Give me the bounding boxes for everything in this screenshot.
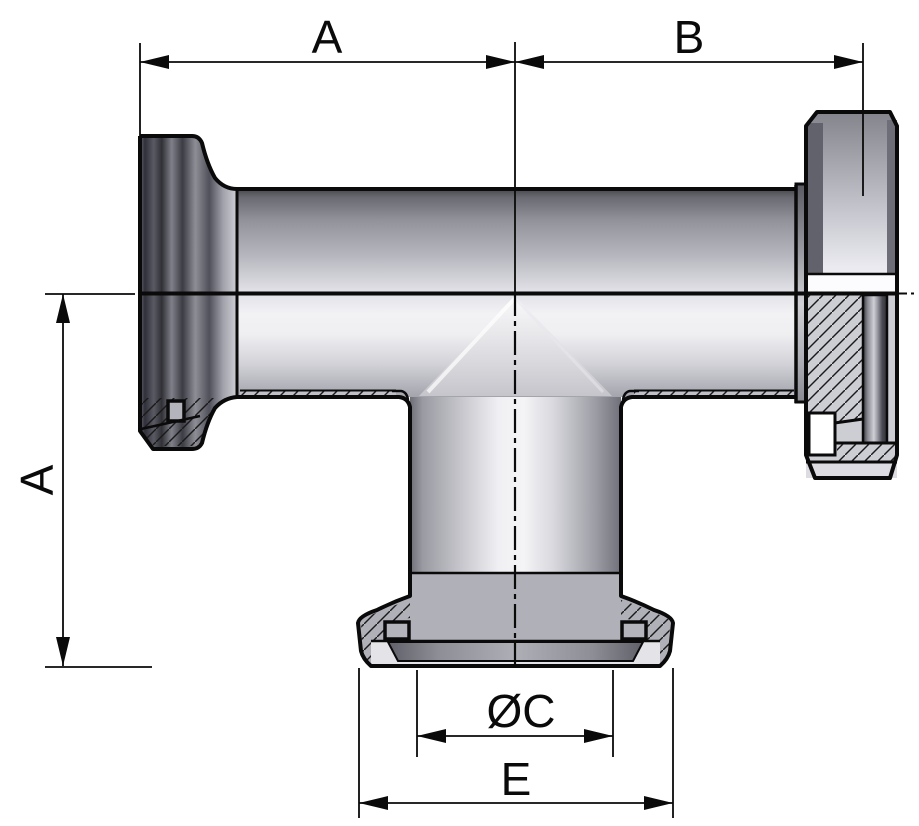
ferrule-groove-slope bbox=[140, 414, 201, 431]
label-dim-a-left: A bbox=[11, 464, 63, 495]
dim-arrow bbox=[486, 55, 515, 69]
label-dim-b-top: B bbox=[674, 11, 705, 63]
dim-arrow bbox=[359, 796, 388, 810]
dim-arrow bbox=[56, 637, 70, 666]
nut-left-shade bbox=[806, 123, 823, 274]
pipe-bottom-left-edge bbox=[237, 395, 412, 573]
label-dim-a-top: A bbox=[312, 11, 343, 63]
dim-arrow bbox=[417, 729, 446, 743]
tee-body bbox=[138, 110, 899, 668]
nut-thread-spigot bbox=[861, 293, 889, 445]
junction-highlight-right bbox=[513, 296, 605, 394]
centerlines bbox=[513, 42, 915, 672]
nut-inner-face bbox=[808, 274, 896, 293]
label-dim-diameter-c: ØC bbox=[487, 685, 556, 737]
dim-arrow bbox=[515, 55, 544, 69]
nut-right-shade bbox=[887, 120, 897, 274]
dim-arrow bbox=[644, 796, 673, 810]
nut-outline bbox=[804, 110, 899, 480]
nut-section-hatch bbox=[806, 295, 863, 427]
dim-arrow bbox=[584, 729, 613, 743]
label-dim-e: E bbox=[501, 753, 532, 805]
flange-groove-left bbox=[383, 620, 411, 641]
ferrule-groove-notch bbox=[166, 399, 186, 423]
junction-fillet-left bbox=[392, 389, 410, 401]
dimension-labels: A B A ØC E bbox=[11, 11, 704, 805]
dim-arrow bbox=[140, 55, 169, 69]
pipe-bottom-right-edge bbox=[619, 395, 796, 573]
pipe-wall-section bbox=[240, 389, 794, 397]
nut-thread-gap bbox=[807, 411, 837, 457]
nut-shoulder-hatch bbox=[837, 444, 897, 461]
nut-bottom-cap bbox=[806, 462, 897, 478]
junction-fillet-right bbox=[621, 389, 639, 401]
ferrule-section-hatch bbox=[141, 398, 232, 446]
ferrule-outline-top bbox=[140, 134, 238, 191]
junction-highlight-left bbox=[426, 296, 517, 394]
dim-arrow bbox=[834, 55, 863, 69]
dim-arrow bbox=[56, 294, 70, 323]
dimensions bbox=[45, 43, 864, 818]
ferrule-outline-bottom bbox=[138, 136, 238, 451]
flange-groove-right bbox=[620, 620, 648, 641]
